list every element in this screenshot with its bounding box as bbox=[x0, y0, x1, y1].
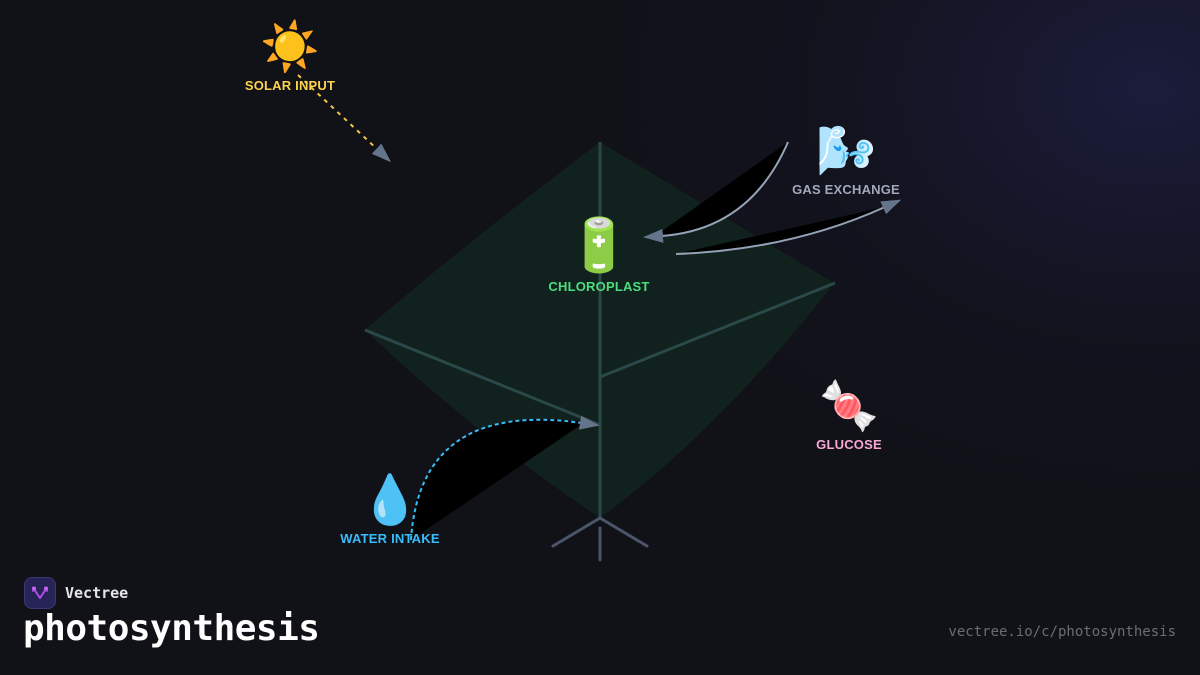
page-title: photosynthesis bbox=[23, 608, 320, 649]
edge-gas-fill-top bbox=[655, 142, 788, 236]
edge-gas-to-chloroplast bbox=[643, 141, 789, 243]
edge-solar-to-leaf bbox=[297, 74, 392, 163]
node-chloroplast: 🔋 CHLOROPLAST bbox=[548, 215, 649, 294]
node-label: SOLAR INPUT bbox=[244, 78, 336, 93]
edge-chloroplast-to-gas bbox=[675, 199, 902, 255]
brand-name: Vectree bbox=[65, 584, 129, 602]
battery-icon: 🔋 bbox=[566, 217, 632, 275]
root-left bbox=[551, 516, 602, 548]
edge-water-to-stem bbox=[410, 415, 600, 541]
wind-face-icon: 🌬️ bbox=[816, 125, 876, 178]
droplet-icon: 💧 bbox=[360, 474, 420, 527]
root-right bbox=[598, 516, 649, 548]
brand: Vectree bbox=[24, 577, 128, 609]
leaf-vein-right bbox=[599, 281, 836, 379]
node-label: CHLOROPLAST bbox=[548, 279, 650, 294]
edge-water-fill bbox=[411, 419, 585, 540]
node-water-intake: 💧 WATER INTAKE bbox=[340, 473, 439, 546]
leaf-vein-left bbox=[364, 328, 601, 427]
node-glucose: 🍬 GLUCOSE bbox=[816, 379, 882, 452]
source-url[interactable]: vectree.io/c/photosynthesis bbox=[948, 624, 1176, 640]
sun-icon: ☀️ bbox=[260, 21, 320, 74]
node-label: GAS EXCHANGE bbox=[792, 182, 900, 197]
node-solar-input: ☀️ SOLAR INPUT bbox=[245, 20, 335, 93]
node-label: GLUCOSE bbox=[816, 437, 882, 452]
vectree-logo-icon bbox=[24, 577, 56, 609]
stem-roots bbox=[551, 516, 649, 562]
edge-gas-fill-bottom bbox=[676, 207, 885, 254]
candy-icon: 🍬 bbox=[819, 380, 879, 433]
node-label: WATER INTAKE bbox=[340, 531, 440, 546]
leaf-shape bbox=[364, 142, 836, 518]
node-gas-exchange: 🌬️ GAS EXCHANGE bbox=[792, 124, 900, 197]
